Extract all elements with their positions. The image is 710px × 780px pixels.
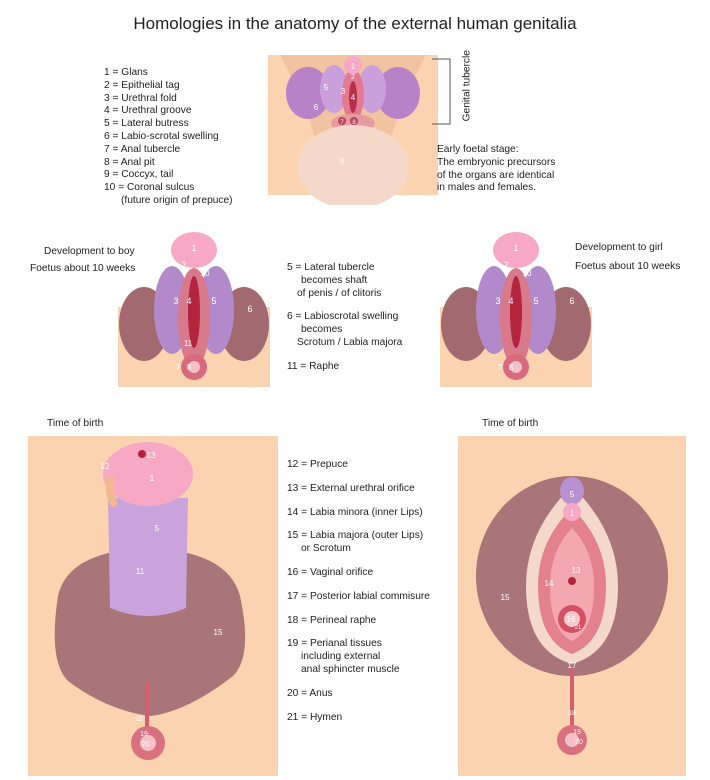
legend-item: 3 = Urethral fold xyxy=(104,92,177,104)
birth-legend-item: 16 = Vaginal orifice xyxy=(287,566,374,578)
label-8: 8 xyxy=(352,120,356,126)
label-20: 20 xyxy=(575,739,583,746)
label-9: 9 xyxy=(340,157,345,166)
birth-legend-item: 17 = Posterior labial commisure xyxy=(287,590,430,602)
girl-heading: Development to girl xyxy=(575,242,663,253)
legend-item: (future origin of prepuce) xyxy=(121,194,233,206)
legend-item: 9 = Coccyx, tail xyxy=(104,169,174,181)
label-11: 11 xyxy=(184,339,193,348)
birth-legend-item: 20 = Anus xyxy=(287,687,333,699)
genital-tubercle-bracket xyxy=(432,58,451,125)
early-stage-text: Early foetal stage: The embryonic precur… xyxy=(437,144,556,194)
legend-item: 10 = Coronal sulcus xyxy=(104,182,195,194)
legend-item: 7 = Anal tubercle xyxy=(104,143,181,155)
legend-item: 2 = Epithelial tag xyxy=(104,79,180,91)
label-10: 10 xyxy=(523,269,532,278)
label-1: 1 xyxy=(513,243,518,253)
legend-item: 6 = Labio-scrotal swelling xyxy=(104,130,219,142)
label-5: 5 xyxy=(155,524,160,533)
page-title: Homologies in the anatomy of the externa… xyxy=(133,14,577,33)
birth-legend-item: 21 = Hymen xyxy=(287,711,343,723)
birth-legend-item: 12 = Prepuce xyxy=(287,459,348,470)
label-5: 5 xyxy=(211,296,216,306)
label-19: 19 xyxy=(140,731,148,738)
girl-foetus-diagram: 1 2 10 3 4 5 6 7 8 xyxy=(440,232,592,387)
label-13: 13 xyxy=(572,566,581,575)
label-7: 7 xyxy=(176,363,181,372)
label-5: 5 xyxy=(533,296,538,306)
legend-list: 1 = Glans 2 = Epithelial tag 3 = Urethra… xyxy=(104,67,233,208)
label-4: 4 xyxy=(351,93,356,102)
birth-legend-item: 14 = Labia minora (inner Lips) xyxy=(287,506,423,518)
label-1: 1 xyxy=(150,474,155,483)
label-6: 6 xyxy=(569,296,574,306)
legend-item: 4 = Urethral groove xyxy=(104,105,192,117)
legend-item: 8 = Anal pit xyxy=(104,156,155,168)
girl-subheading: Foetus about 10 weeks xyxy=(575,261,681,272)
label-2: 2 xyxy=(181,260,186,270)
boy-subheading: Foetus about 10 weeks xyxy=(30,263,136,274)
genital-tubercle-label: Genital tubercle xyxy=(461,50,473,122)
label-3: 3 xyxy=(173,296,178,306)
label-1: 1 xyxy=(570,509,575,518)
birth-legend-item: 18 = Perineal raphe xyxy=(287,614,377,626)
label-3: 3 xyxy=(495,296,500,306)
label-12: 12 xyxy=(101,462,110,471)
label-8: 8 xyxy=(187,363,192,372)
boy-foetus-diagram: 1 2 10 3 4 5 6 11 7 8 xyxy=(118,232,270,387)
label-1: 1 xyxy=(351,62,356,71)
label-10: 10 xyxy=(201,269,210,278)
male-birth-diagram: 13 12 1 5 11 15 18 19 20 xyxy=(28,436,278,776)
legend-item: 1 = Glans xyxy=(104,67,148,78)
female-birth-diagram: 5 1 14 13 15 16 21 17 18 19 20 xyxy=(458,436,686,776)
label-21: 21 xyxy=(575,625,582,631)
label-7: 7 xyxy=(340,120,344,126)
label-6: 6 xyxy=(247,304,252,314)
label-2: 2 xyxy=(351,74,355,81)
birth-legend-item: 15 = Labia majora (outer Lips) or Scrotu… xyxy=(287,530,424,555)
birth-legend-item: 13 = External urethral orifice xyxy=(287,482,415,494)
label-20: 20 xyxy=(142,741,150,748)
label-13: 13 xyxy=(147,451,156,460)
development-notes: 5 = Lateral tubercle becomes shaft of pe… xyxy=(287,262,403,372)
label-15: 15 xyxy=(214,628,223,637)
label-17: 17 xyxy=(568,661,577,670)
birth-left-heading: Time of birth xyxy=(47,418,104,429)
birth-legend-item: 19 = Perianal tissues including external… xyxy=(287,638,400,675)
birth-right-heading: Time of birth xyxy=(482,418,539,429)
boy-heading: Development to boy xyxy=(44,246,135,257)
label-1: 1 xyxy=(191,243,196,253)
label-4: 4 xyxy=(508,296,513,306)
legend-item: 5 = Lateral butress xyxy=(104,118,189,130)
label-18: 18 xyxy=(135,716,143,723)
label-3: 3 xyxy=(341,87,346,96)
label-6: 6 xyxy=(314,103,319,112)
label-15: 15 xyxy=(501,593,510,602)
label-11: 11 xyxy=(136,567,145,576)
label-18: 18 xyxy=(568,710,576,717)
label-7: 7 xyxy=(498,363,503,372)
label-5: 5 xyxy=(570,490,575,499)
label-8: 8 xyxy=(509,363,514,372)
label-2: 2 xyxy=(503,260,508,270)
early-stage-diagram: 1 2 3 4 5 6 7 8 9 xyxy=(268,55,438,205)
birth-legend-list: 12 = Prepuce 13 = External urethral orif… xyxy=(287,459,430,735)
label-16: 16 xyxy=(567,615,576,624)
label-5: 5 xyxy=(324,83,329,92)
label-4: 4 xyxy=(186,296,191,306)
label-14: 14 xyxy=(545,579,554,588)
label-19: 19 xyxy=(573,729,581,736)
